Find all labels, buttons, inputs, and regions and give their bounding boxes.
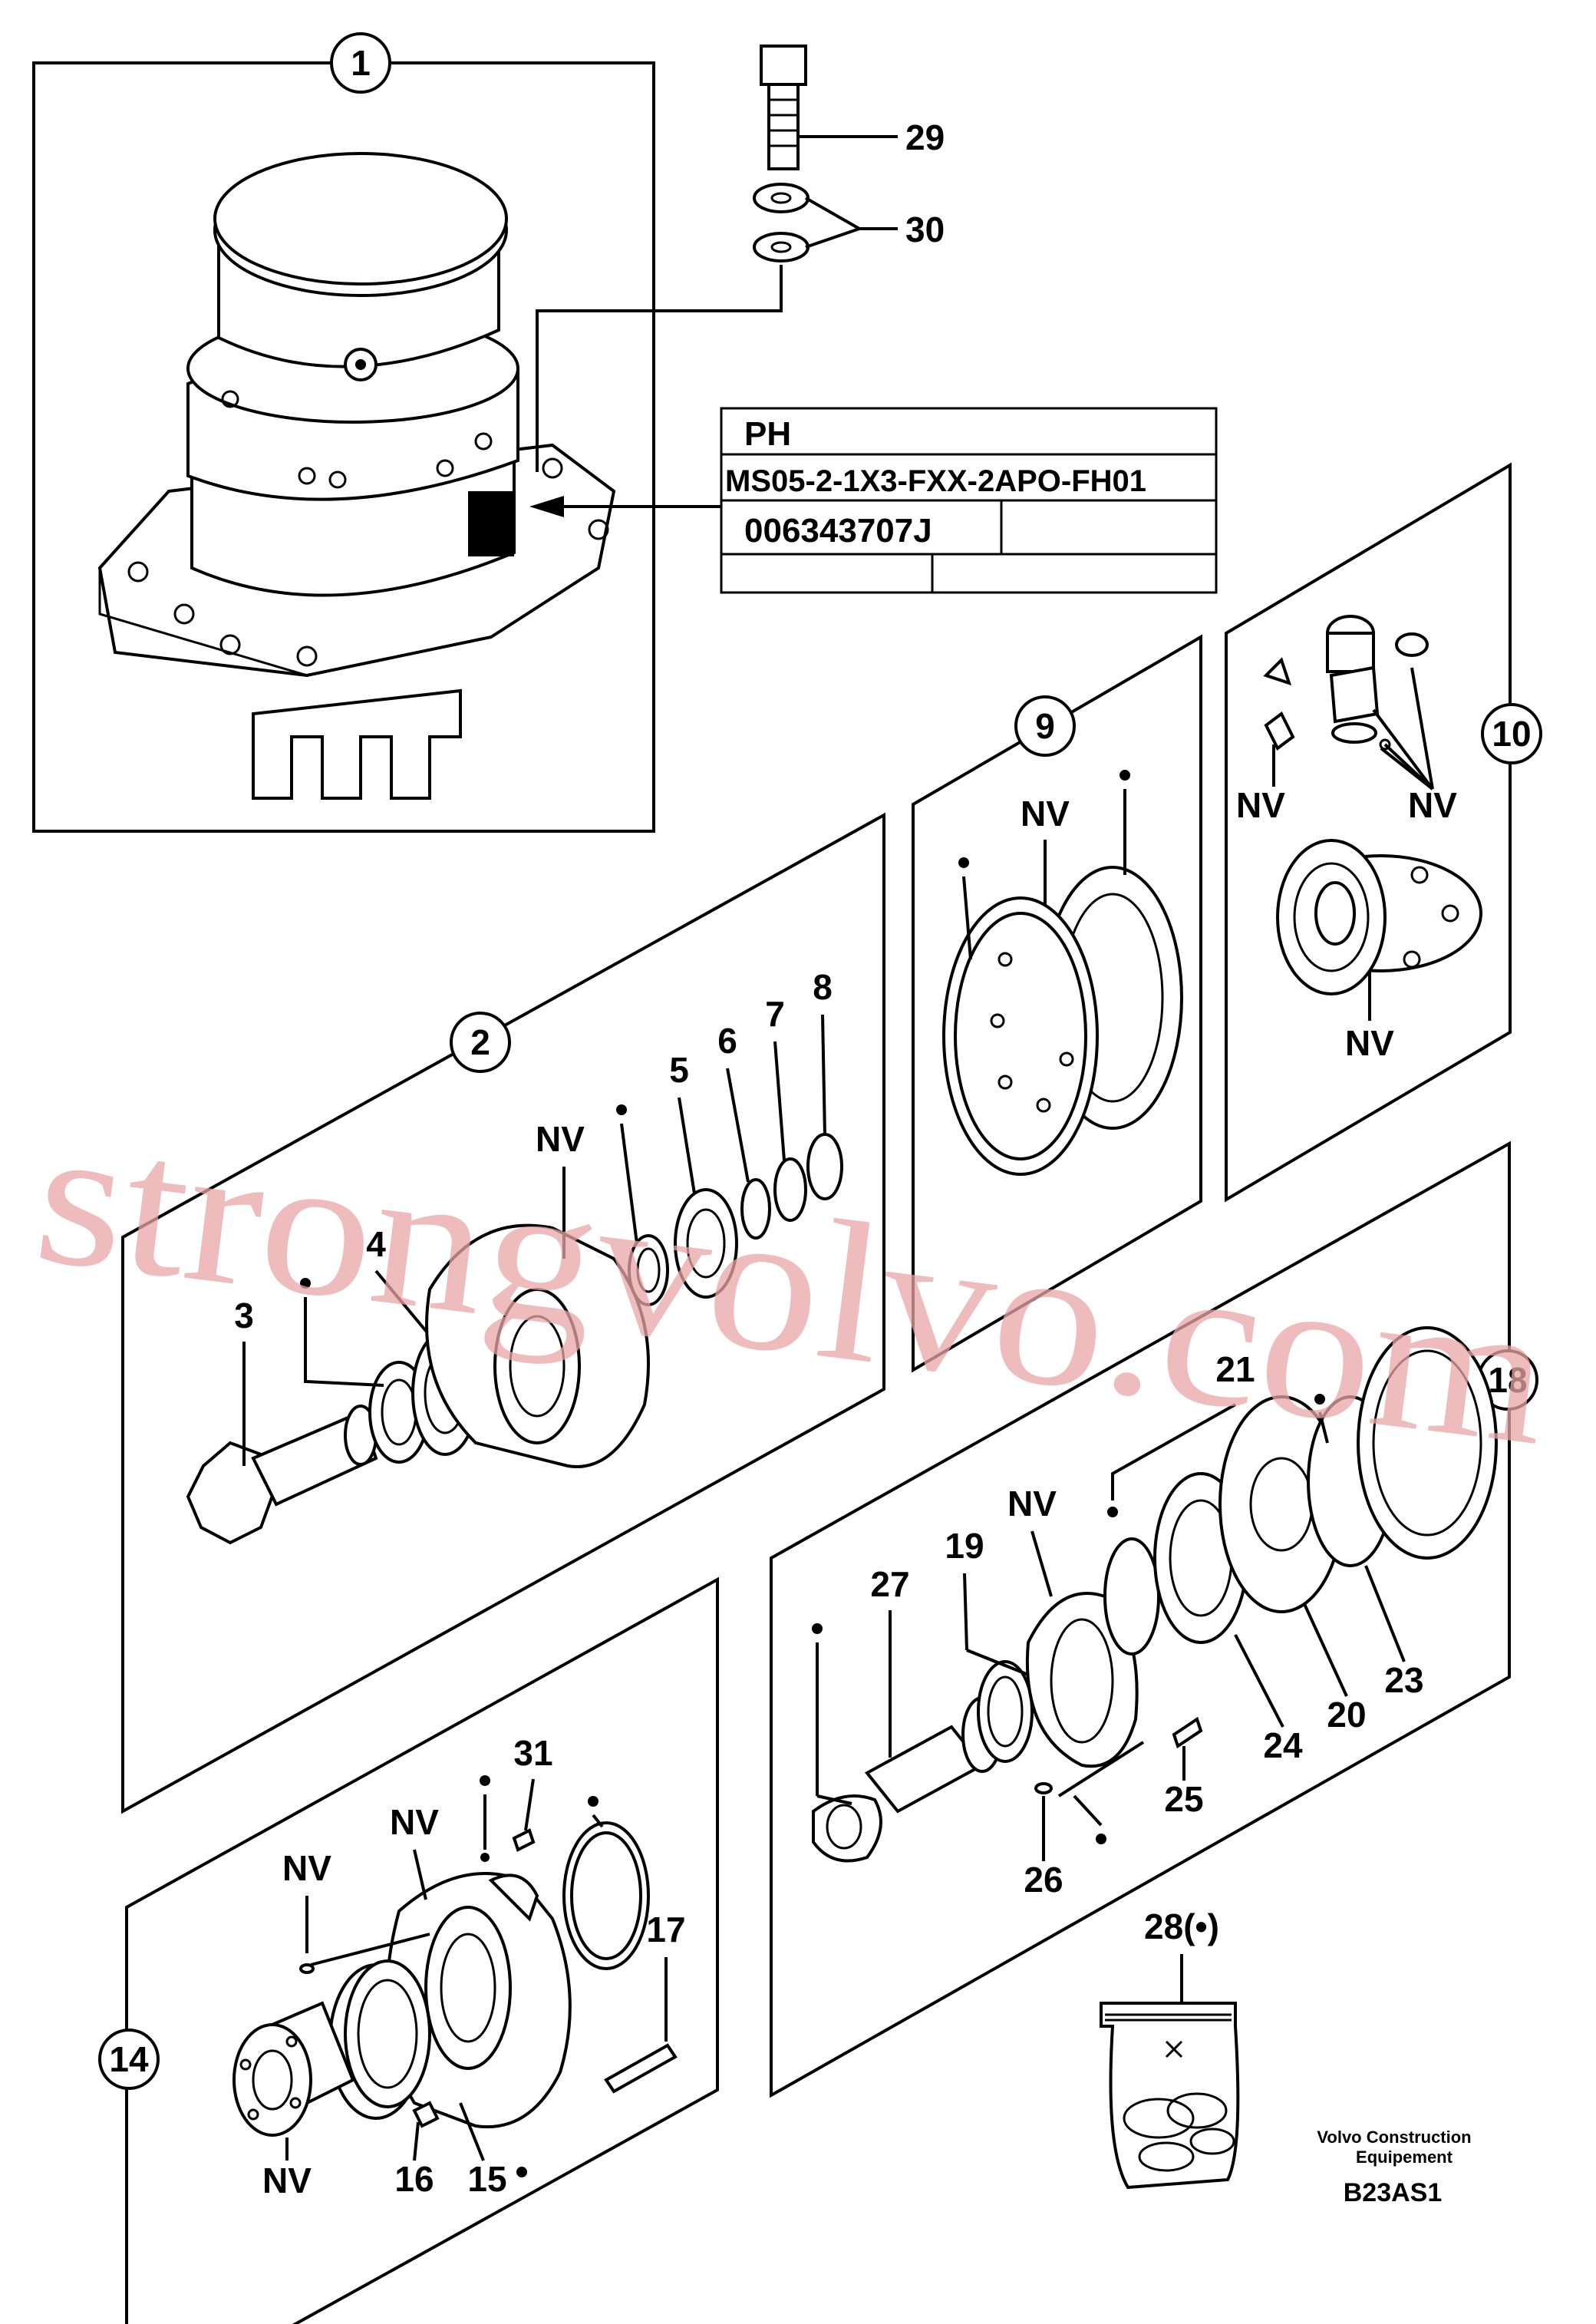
- label-27: 27: [870, 1564, 909, 1604]
- label-nv-14c: NV: [262, 2161, 312, 2200]
- group-9-ring: 9 NV: [912, 634, 1202, 1373]
- label-nv-18: NV: [1007, 1484, 1057, 1523]
- group-18-valve-plate: 18 27 19 NV 25 26 21: [770, 1141, 1538, 2098]
- label-15: 15: [467, 2159, 506, 2199]
- callout-9: 9: [1035, 706, 1055, 746]
- nameplate-row-1: PH: [744, 415, 791, 453]
- watermark: strongvolvo.com: [25, 1083, 1560, 1487]
- callout-18: 18: [1488, 1360, 1527, 1400]
- label-31: 31: [513, 1733, 552, 1773]
- label-nv-14a: NV: [390, 1802, 439, 1842]
- label-nv-14b: NV: [282, 1848, 331, 1888]
- label-28: 28(•): [1144, 1906, 1219, 1946]
- group-2-shaft: 2 3 4 NV 5 6: [121, 812, 885, 1814]
- nameplate-row-3: 006343707J: [744, 512, 932, 550]
- label-nv-9: NV: [1021, 794, 1070, 834]
- brand-line-2: Equipement: [1356, 2147, 1453, 2167]
- bolt-and-washers: 29 30: [536, 45, 945, 472]
- label-25: 25: [1164, 1779, 1203, 1819]
- label-4: 4: [366, 1224, 386, 1264]
- label-5: 5: [669, 1050, 689, 1090]
- group-14-brake: 14 NV 31 17 NV: [98, 1576, 719, 2324]
- label-16: 16: [394, 2159, 434, 2199]
- group-10-cylinder-block: 10 NV NV NV: [1225, 462, 1542, 1203]
- nameplate-row-2: MS05-2-1X3-FXX-2APO-FH01: [725, 464, 1146, 498]
- label-6: 6: [717, 1021, 737, 1061]
- label-8: 8: [813, 967, 833, 1007]
- label-24: 24: [1263, 1725, 1303, 1765]
- seal-kit-bag: 28(•): [1100, 1906, 1240, 2190]
- label-23: 23: [1384, 1660, 1423, 1700]
- label-26: 26: [1024, 1860, 1063, 1900]
- label-19: 19: [945, 1526, 984, 1566]
- label-nv-10b: NV: [1408, 785, 1457, 825]
- label-21: 21: [1215, 1349, 1255, 1389]
- label-30: 30: [905, 210, 945, 249]
- group-1-assembly: 1: [32, 32, 655, 833]
- callout-2: 2: [470, 1022, 490, 1062]
- swing-motor-drawing: [97, 152, 616, 800]
- label-20: 20: [1327, 1695, 1366, 1735]
- label-29: 29: [905, 117, 945, 157]
- nameplate-table: PH MS05-2-1X3-FXX-2APO-FH01 006343707J: [529, 407, 1218, 594]
- label-17: 17: [646, 1910, 685, 1949]
- callout-10: 10: [1492, 714, 1531, 754]
- figure-code: B23AS1: [1344, 2178, 1443, 2207]
- label-nv-10c: NV: [1345, 1023, 1394, 1063]
- label-nv-2: NV: [536, 1119, 585, 1159]
- label-nv-10a: NV: [1236, 785, 1285, 825]
- label-7: 7: [765, 994, 785, 1034]
- label-3: 3: [234, 1296, 254, 1335]
- callout-14: 14: [109, 2039, 149, 2079]
- callout-1: 1: [351, 43, 371, 83]
- brand-line-1: Volvo Construction: [1317, 2128, 1471, 2147]
